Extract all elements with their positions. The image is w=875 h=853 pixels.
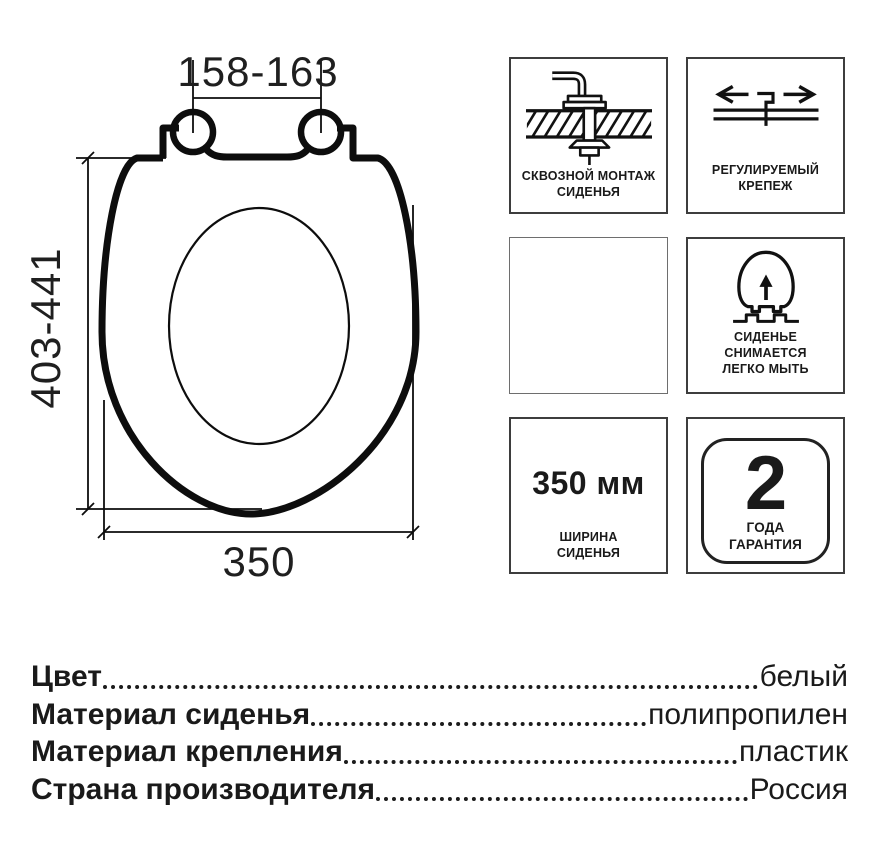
dotted-leader (102, 684, 758, 689)
spec-label: Материал сиденья (31, 697, 311, 731)
seat-technical-drawing: 158-163 403-441 350 (0, 0, 500, 620)
hinge-bar (203, 146, 311, 161)
warranty-years: 2 (744, 441, 787, 526)
spec-value: полипропилен (648, 697, 848, 731)
seat-width-value: 350 мм (532, 465, 645, 501)
feature-box-empty (509, 237, 668, 394)
hinge-hole-right (297, 108, 345, 156)
feature-box-adjustable-fastener: РЕГУЛИРУЕМЫЙ КРЕПЕЖ (686, 57, 845, 214)
dimension-seat-width: 350 (222, 538, 296, 585)
spec-value: белый (759, 660, 848, 693)
spec-row-color: Цвет белый (31, 658, 848, 696)
dimension-lines (76, 60, 420, 540)
spec-row-fastener-material: Материал крепления пластик (31, 733, 848, 771)
spec-label: Страна производителя (31, 772, 376, 806)
feature-box-warranty: 2 ГОДА ГАРАНТИЯ (686, 417, 845, 574)
spec-label: Цвет (31, 660, 102, 693)
dotted-leader (343, 759, 737, 764)
through-mount-icon (525, 71, 652, 165)
seat-body (98, 124, 420, 518)
feature-box-through-mount: СКВОЗНОЙ МОНТАЖ СИДЕНЬЯ (509, 57, 668, 214)
spec-value: пластик (738, 735, 848, 768)
dotted-leader (311, 722, 647, 726)
hinge-hole-left (169, 108, 217, 156)
spec-row-seat-material: Материал сиденья полипропилен (31, 696, 848, 734)
removable-seat-icon (732, 250, 799, 323)
spec-value: Россия (749, 772, 848, 806)
dimension-hinge-spacing: 158-163 (177, 48, 339, 95)
spec-row-country: Страна производителя Россия (31, 771, 848, 809)
feature-caption: ГОДА ГАРАНТИЯ (728, 519, 803, 553)
feature-box-seat-width: 350 мм ШИРИНА СИДЕНЬЯ (509, 417, 668, 574)
adjustable-fastener-icon (713, 84, 818, 126)
dimension-seat-length: 403-441 (22, 247, 69, 409)
warranty-badge: 2 ГОДА ГАРАНТИЯ (701, 438, 830, 564)
feature-grid: СКВОЗНОЙ МОНТАЖ СИДЕНЬЯ РЕГУЛИРУЕМЫЙ КРЕ… (509, 57, 845, 574)
seat-opening (167, 206, 351, 446)
feature-caption: РЕГУЛИРУЕМЫЙ КРЕПЕЖ (711, 163, 820, 193)
dotted-leader (376, 797, 748, 801)
feature-caption: ШИРИНА СИДЕНЬЯ (556, 530, 621, 560)
feature-caption: СИДЕНЬЕ СНИМАЕТСЯ ЛЕГКО МЫТЬ (722, 330, 809, 376)
spec-label: Материал крепления (31, 735, 343, 768)
spec-list: Цвет белый Материал сиденья полипропилен… (31, 658, 848, 808)
feature-box-removable-seat: СИДЕНЬЕ СНИМАЕТСЯ ЛЕГКО МЫТЬ (686, 237, 845, 394)
feature-caption: СКВОЗНОЙ МОНТАЖ СИДЕНЬЯ (521, 169, 656, 199)
seat-outline-drawing (76, 60, 420, 540)
